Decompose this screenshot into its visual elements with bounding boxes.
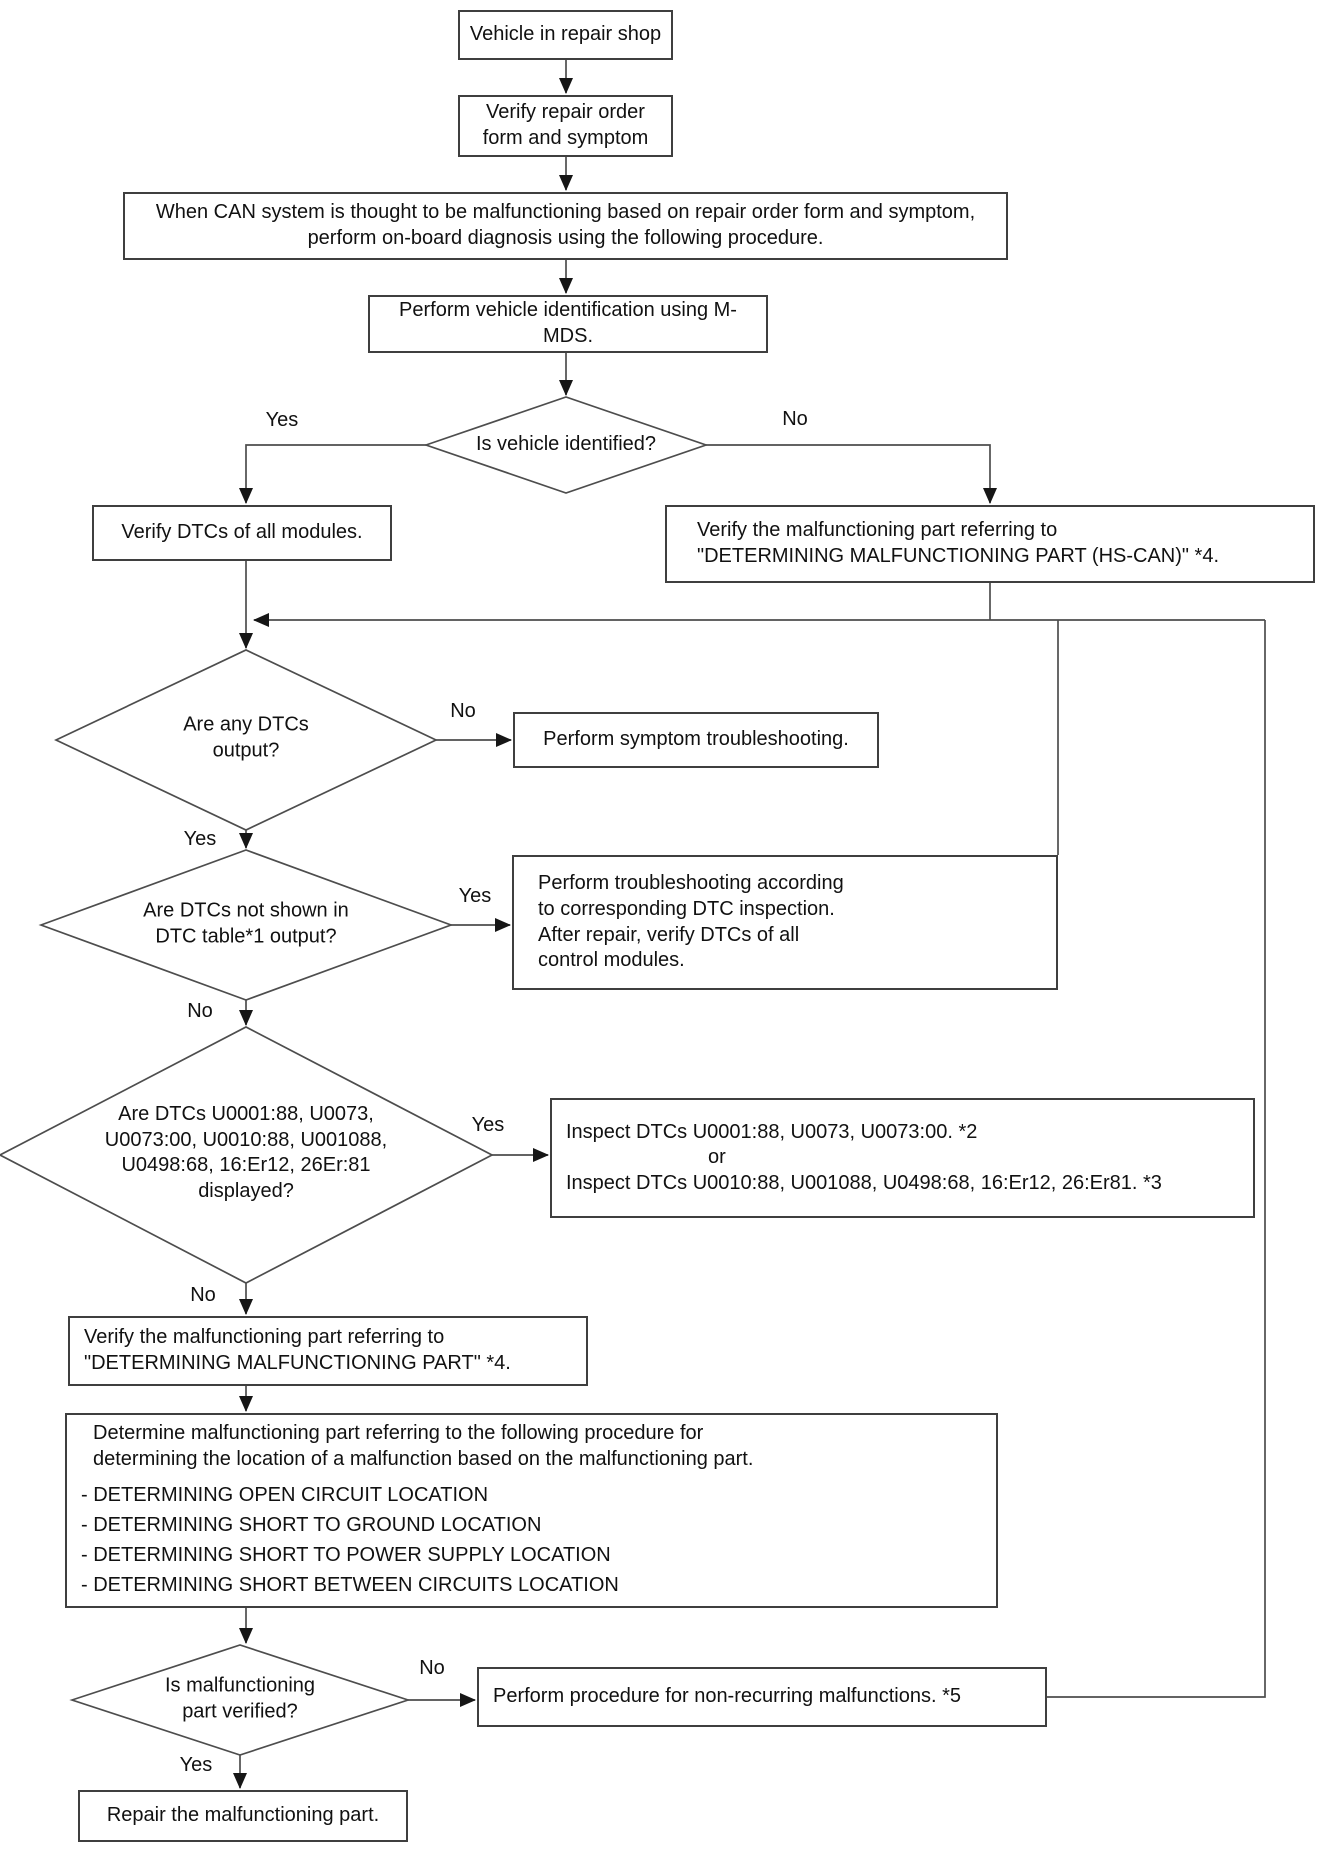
node-verify-repair-order-text: Verify repair order form and symptom <box>482 101 649 149</box>
node-determine-part-intro: Determine malfunctioning part referring … <box>93 1421 754 1470</box>
label-yes-dtcs-displayed: Yes <box>471 1114 505 1137</box>
node-non-recurring-text: Perform procedure for non-recurring malf… <box>493 1685 961 1708</box>
node-vehicle-identification-text: Perform vehicle identification using M-M… <box>399 299 737 347</box>
label-yes-vehicle-identified: Yes <box>265 409 299 432</box>
node-vehicle-in-repair-shop: Vehicle in repair shop <box>458 10 673 60</box>
decision-dtcs-displayed-text: Are DTCs U0001:88, U0073, U0073:00, U001… <box>104 1102 388 1202</box>
decision-dtcs-not-in-table-text: Are DTCs not shown in DTC table*1 output… <box>143 899 349 947</box>
node-repair-part: Repair the malfunctioning part. <box>78 1790 408 1842</box>
node-verify-part-hscan-text: Verify the malfunctioning part referring… <box>697 519 1220 567</box>
node-dtc-inspection-text: Perform troubleshooting according to cor… <box>538 872 844 972</box>
label-no-vehicle-identified: No <box>782 408 808 431</box>
node-vehicle-identification: Perform vehicle identification using M-M… <box>368 295 768 353</box>
label-no-any-dtcs: No <box>450 700 476 723</box>
edge-non-recurring-return-loop <box>1047 620 1266 1698</box>
decision-any-dtcs-text: Are any DTCs output? <box>183 713 309 761</box>
node-inspect-dtcs-or: or <box>708 1146 726 1169</box>
node-dtc-inspection: Perform troubleshooting according to cor… <box>512 855 1058 990</box>
node-verify-part-hscan: Verify the malfunctioning part referring… <box>665 505 1315 583</box>
node-verify-repair-order: Verify repair order form and symptom <box>458 95 673 157</box>
node-non-recurring: Perform procedure for non-recurring malf… <box>477 1667 1047 1727</box>
edge-decision1-yes <box>239 444 426 504</box>
node-can-malfunction-note-text: When CAN system is thought to be malfunc… <box>155 201 976 249</box>
label-yes-dtcs-not-in-table: Yes <box>458 885 492 908</box>
label-no-dtcs-not-in-table: No <box>187 1000 213 1023</box>
label-yes-part-verified: Yes <box>179 1754 213 1777</box>
decision-vehicle-identified-text: Is vehicle identified? <box>475 433 657 456</box>
label-yes-any-dtcs: Yes <box>183 828 217 851</box>
node-verify-part: Verify the malfunctioning part referring… <box>68 1316 588 1386</box>
node-symptom-troubleshooting: Perform symptom troubleshooting. <box>513 712 879 768</box>
node-verify-dtcs-text: Verify DTCs of all modules. <box>121 521 363 544</box>
node-determine-part: Determine malfunctioning part referring … <box>65 1413 998 1608</box>
node-vehicle-in-repair-shop-text: Vehicle in repair shop <box>469 23 662 46</box>
node-can-malfunction-note: When CAN system is thought to be malfunc… <box>123 192 1008 260</box>
edge-decision1-no <box>706 444 997 504</box>
node-verify-dtcs: Verify DTCs of all modules. <box>92 505 392 561</box>
node-inspect-dtcs: Inspect DTCs U0001:88, U0073, U0073:00. … <box>550 1098 1255 1218</box>
node-verify-part-text: Verify the malfunctioning part referring… <box>84 1326 511 1374</box>
decision-part-verified-text: Is malfunctioning part verified? <box>164 1674 316 1722</box>
node-symptom-troubleshooting-text: Perform symptom troubleshooting. <box>543 728 849 751</box>
node-repair-part-text: Repair the malfunctioning part. <box>106 1804 380 1827</box>
label-no-dtcs-displayed: No <box>190 1284 216 1307</box>
label-no-part-verified: No <box>419 1657 445 1680</box>
node-inspect-dtcs-line1: Inspect DTCs U0001:88, U0073, U0073:00. … <box>566 1120 978 1143</box>
node-inspect-dtcs-line2: Inspect DTCs U0010:88, U001088, U0498:68… <box>566 1171 1162 1194</box>
node-determine-part-items: - DETERMINING OPEN CIRCUIT LOCATION - DE… <box>81 1484 619 1597</box>
